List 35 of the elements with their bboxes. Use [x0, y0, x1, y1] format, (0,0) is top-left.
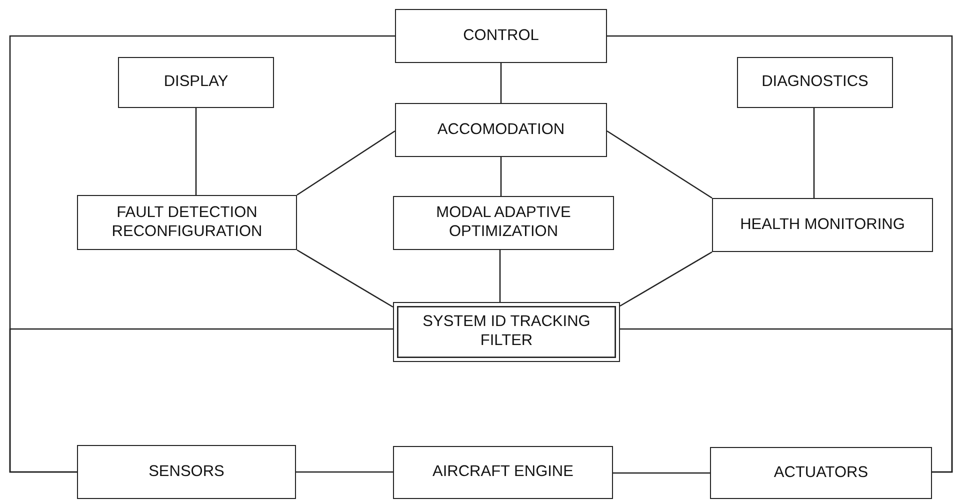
process-box — [77, 195, 297, 250]
process-box — [393, 196, 614, 250]
process-box — [395, 9, 607, 63]
box-label: FAULT DETECTION RECONFIGURATION — [110, 204, 264, 242]
box-label: DIAGNOSTICS — [760, 73, 870, 92]
box-label: DISPLAY — [162, 73, 230, 92]
box-label: SENSORS — [148, 462, 226, 482]
process-box — [710, 447, 932, 499]
connector-line — [813, 108, 815, 198]
box-label: HEALTH MONITORING — [739, 216, 906, 234]
double-bordered-box — [393, 302, 620, 362]
connector-line — [620, 328, 953, 473]
connector-line — [195, 108, 197, 195]
box-label: ACCOMODATION — [436, 120, 566, 140]
box-label: MODAL ADAPTIVE OPTIMIZATION — [435, 204, 572, 242]
connector-line — [500, 63, 502, 103]
process-box — [118, 57, 274, 108]
connector-line — [296, 130, 396, 196]
connector-line — [499, 250, 501, 302]
box-label: AIRCRAFT ENGINE — [432, 463, 574, 482]
connector-line — [606, 130, 712, 199]
process-box — [737, 57, 893, 108]
connector-line — [620, 251, 712, 307]
connector-line — [613, 472, 710, 474]
process-box — [712, 198, 933, 252]
connector-line — [296, 471, 393, 473]
connector-line — [9, 328, 393, 473]
process-box — [77, 445, 296, 499]
process-box — [393, 446, 613, 499]
process-box — [395, 103, 607, 157]
box-label: ACTUATORS — [772, 464, 870, 482]
box-label: CONTROL — [462, 26, 540, 46]
box-label: SYSTEM ID TRACKING FILTER — [422, 313, 592, 351]
connector-line — [296, 249, 394, 308]
connector-line — [500, 157, 502, 196]
